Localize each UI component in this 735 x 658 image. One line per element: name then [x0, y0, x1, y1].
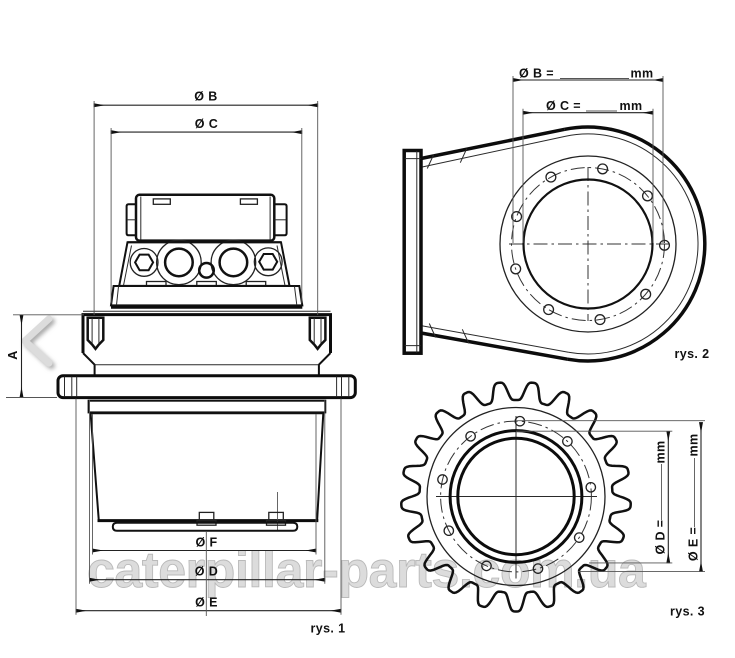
- svg-text:rys. 1: rys. 1: [310, 622, 345, 636]
- svg-text:rys. 2: rys. 2: [674, 347, 709, 361]
- svg-text:rys. 3: rys. 3: [670, 605, 705, 619]
- svg-text:Ø C: Ø C: [195, 117, 218, 131]
- svg-text:Ø D =: Ø D =: [654, 520, 668, 555]
- svg-text:mm: mm: [654, 440, 668, 463]
- svg-text:mm: mm: [630, 67, 653, 81]
- svg-text:Ø B: Ø B: [194, 90, 217, 104]
- svg-text:Ø E =: Ø E =: [687, 527, 701, 561]
- svg-text:Ø B =: Ø B =: [519, 67, 554, 81]
- svg-text:mm: mm: [619, 99, 642, 113]
- svg-text:mm: mm: [687, 433, 701, 456]
- svg-text:Ø C =: Ø C =: [546, 99, 581, 113]
- svg-text:A: A: [6, 350, 20, 359]
